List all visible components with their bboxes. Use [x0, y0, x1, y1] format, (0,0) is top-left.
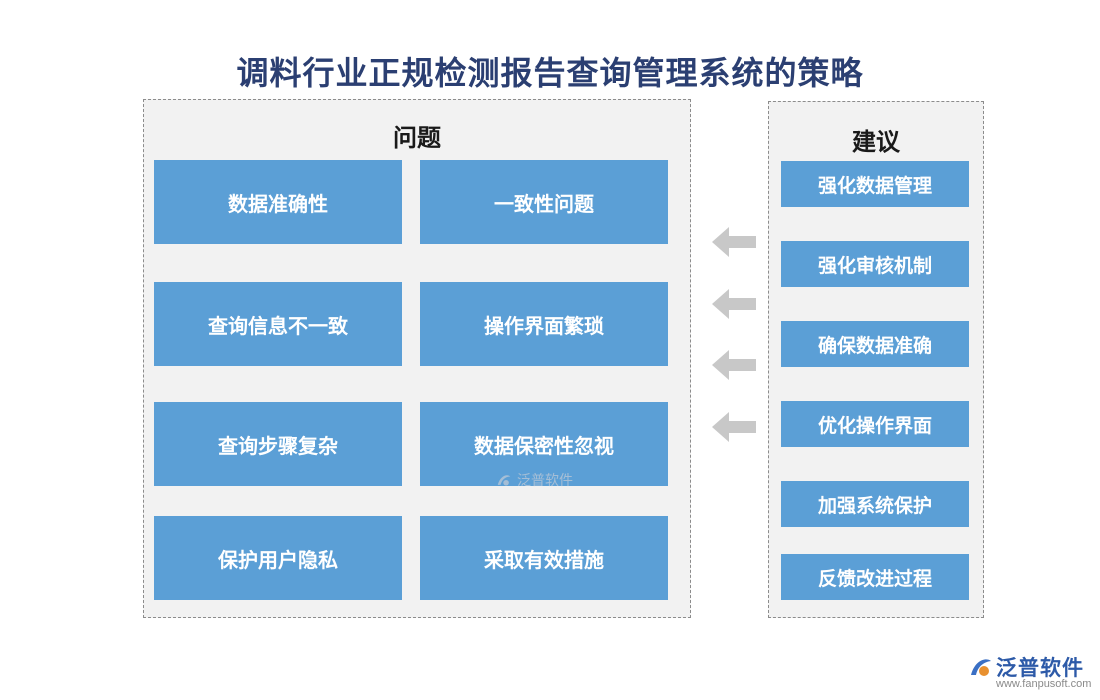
- left-arrow-icon: [712, 289, 756, 319]
- suggestions-heading: 建议: [852, 129, 900, 156]
- suggestion-box: 确保数据准确: [781, 321, 969, 367]
- suggestion-box: 优化操作界面: [781, 401, 969, 447]
- suggestion-box: 强化数据管理: [781, 161, 969, 207]
- problem-box: 一致性问题: [420, 160, 668, 244]
- left-arrow-icon: [712, 227, 756, 257]
- brand-logo-icon: [971, 659, 991, 676]
- watermark-logo-icon: [497, 475, 511, 486]
- problem-box: 查询信息不一致: [154, 282, 402, 366]
- problem-box: 保护用户隐私: [154, 516, 402, 600]
- suggestion-box: 强化审核机制: [781, 241, 969, 287]
- left-arrow-icon: [712, 350, 756, 380]
- problem-box: 数据准确性: [154, 160, 402, 244]
- watermark: 泛普软件: [495, 470, 573, 490]
- problem-box: 采取有效措施: [420, 516, 668, 600]
- problem-box: 查询步骤复杂: [154, 402, 402, 486]
- brand-footer: 泛普软件 www.fanpusoft.com: [968, 652, 1094, 694]
- brand-url: www.fanpusoft.com: [996, 678, 1092, 690]
- suggestion-box: 反馈改进过程: [781, 554, 969, 600]
- page-title: 调料行业正规检测报告查询管理系统的策略: [236, 55, 864, 91]
- suggestion-box: 加强系统保护: [781, 481, 969, 527]
- watermark-text: 泛普软件: [517, 472, 573, 488]
- problem-box: 数据保密性忽视: [420, 402, 668, 486]
- problem-box: 操作界面繁琐: [420, 282, 668, 366]
- left-arrow-icon: [712, 412, 756, 442]
- problems-heading: 问题: [393, 125, 441, 152]
- brand-name: 泛普软件: [996, 657, 1084, 680]
